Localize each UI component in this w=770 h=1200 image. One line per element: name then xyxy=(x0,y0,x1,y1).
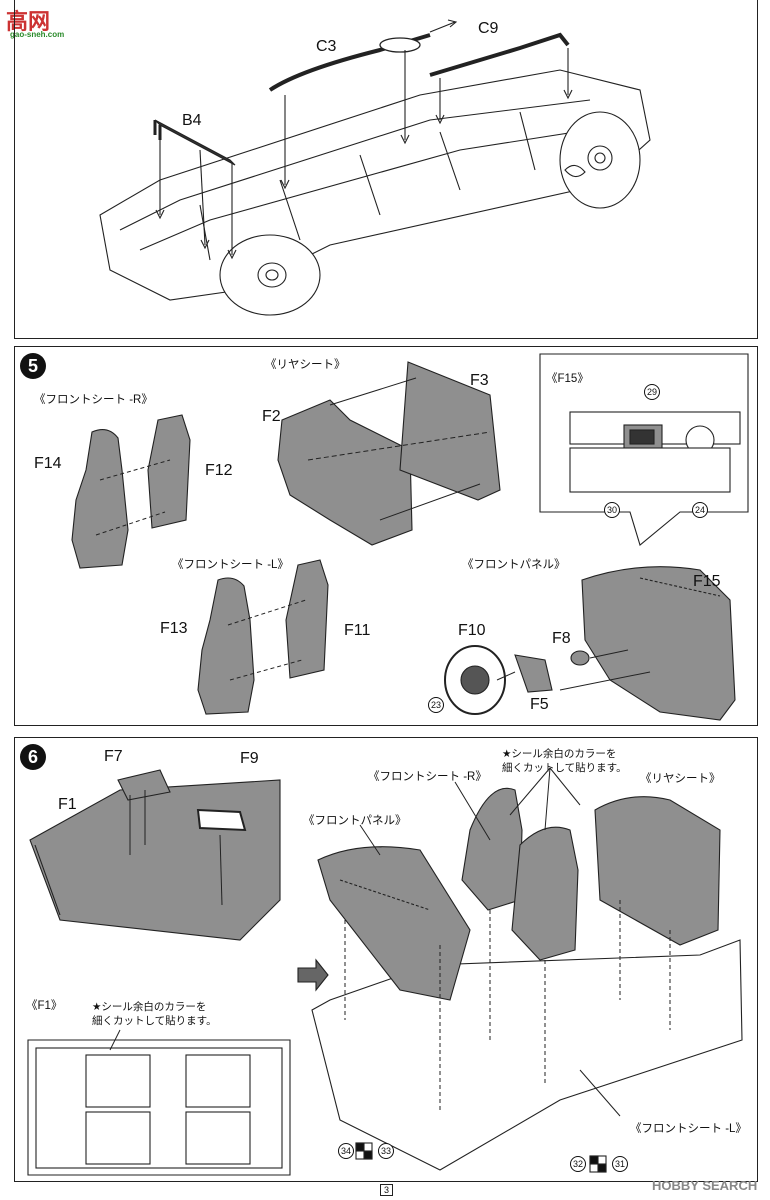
rear-seat-label: 《リヤシート》 xyxy=(640,773,721,785)
front-seat-r-label: 《フロントシート -R》 xyxy=(368,771,487,783)
decal-number-32: 32 xyxy=(570,1156,586,1172)
f15-detail-title: 《F15》 xyxy=(546,373,589,385)
front-panel-title: 《フロントパネル》 xyxy=(462,559,566,571)
front-seat-l-title: 《フロントシート -L》 xyxy=(172,559,289,571)
part-label-f5: F5 xyxy=(530,696,549,713)
sticker-note-f1: ★シール余白のカラーを 細くカットして貼ります。 xyxy=(92,1001,217,1027)
front-seat-r-title: 《フロントシート -R》 xyxy=(34,394,153,406)
rear-seat-title: 《リヤシート》 xyxy=(265,359,346,371)
part-label-f1: F1 xyxy=(58,796,77,813)
part-label-f13: F13 xyxy=(160,620,188,637)
part-label-b4: B4 xyxy=(182,112,202,129)
chassis-illustration xyxy=(99,19,651,316)
part-label-f3: F3 xyxy=(470,372,489,389)
front-seat-l-label: 《フロントシート -L》 xyxy=(630,1123,747,1135)
watermark-hobby-search: HOBBY SEARCH xyxy=(652,1178,758,1193)
page-number: 3 xyxy=(380,1184,394,1196)
part-label-f14: F14 xyxy=(34,455,62,472)
decal-number-24: 24 xyxy=(692,502,708,518)
sticker-note-top: ★シール余白のカラーを 細くカットして貼ります。 xyxy=(502,748,627,774)
decal-number-23: 23 xyxy=(428,697,444,713)
part-label-f10: F10 xyxy=(458,622,486,639)
part-label-f2: F2 xyxy=(262,408,281,425)
part-label-f7: F7 xyxy=(104,748,123,765)
step-chassis-frame xyxy=(14,0,758,339)
step6-frame xyxy=(14,737,758,1182)
part-label-c3: C3 xyxy=(316,38,337,55)
front-panel-label: 《フロントパネル》 xyxy=(303,815,407,827)
watermark-logo: 高网 xyxy=(6,9,51,34)
decal-number-29: 29 xyxy=(644,384,660,400)
step5-frame xyxy=(14,346,758,726)
decal-number-31: 31 xyxy=(612,1156,628,1172)
step6-number: 6 xyxy=(20,744,46,770)
part-label-f11: F11 xyxy=(344,622,371,639)
step5-illustration xyxy=(71,353,749,721)
part-label-f9: F9 xyxy=(240,750,259,767)
part-label-f15: F15 xyxy=(693,573,721,590)
watermark-url: gao-sneh.com xyxy=(10,30,65,39)
part-label-f12: F12 xyxy=(205,462,233,479)
part-label-f8: F8 xyxy=(552,630,571,647)
f1-detail-title: 《F1》 xyxy=(26,1000,63,1012)
decal-number-33: 33 xyxy=(378,1143,394,1159)
step5-number: 5 xyxy=(20,353,46,379)
decal-number-30: 30 xyxy=(604,502,620,518)
decal-number-34: 34 xyxy=(338,1143,354,1159)
part-label-c9: C9 xyxy=(478,20,499,37)
